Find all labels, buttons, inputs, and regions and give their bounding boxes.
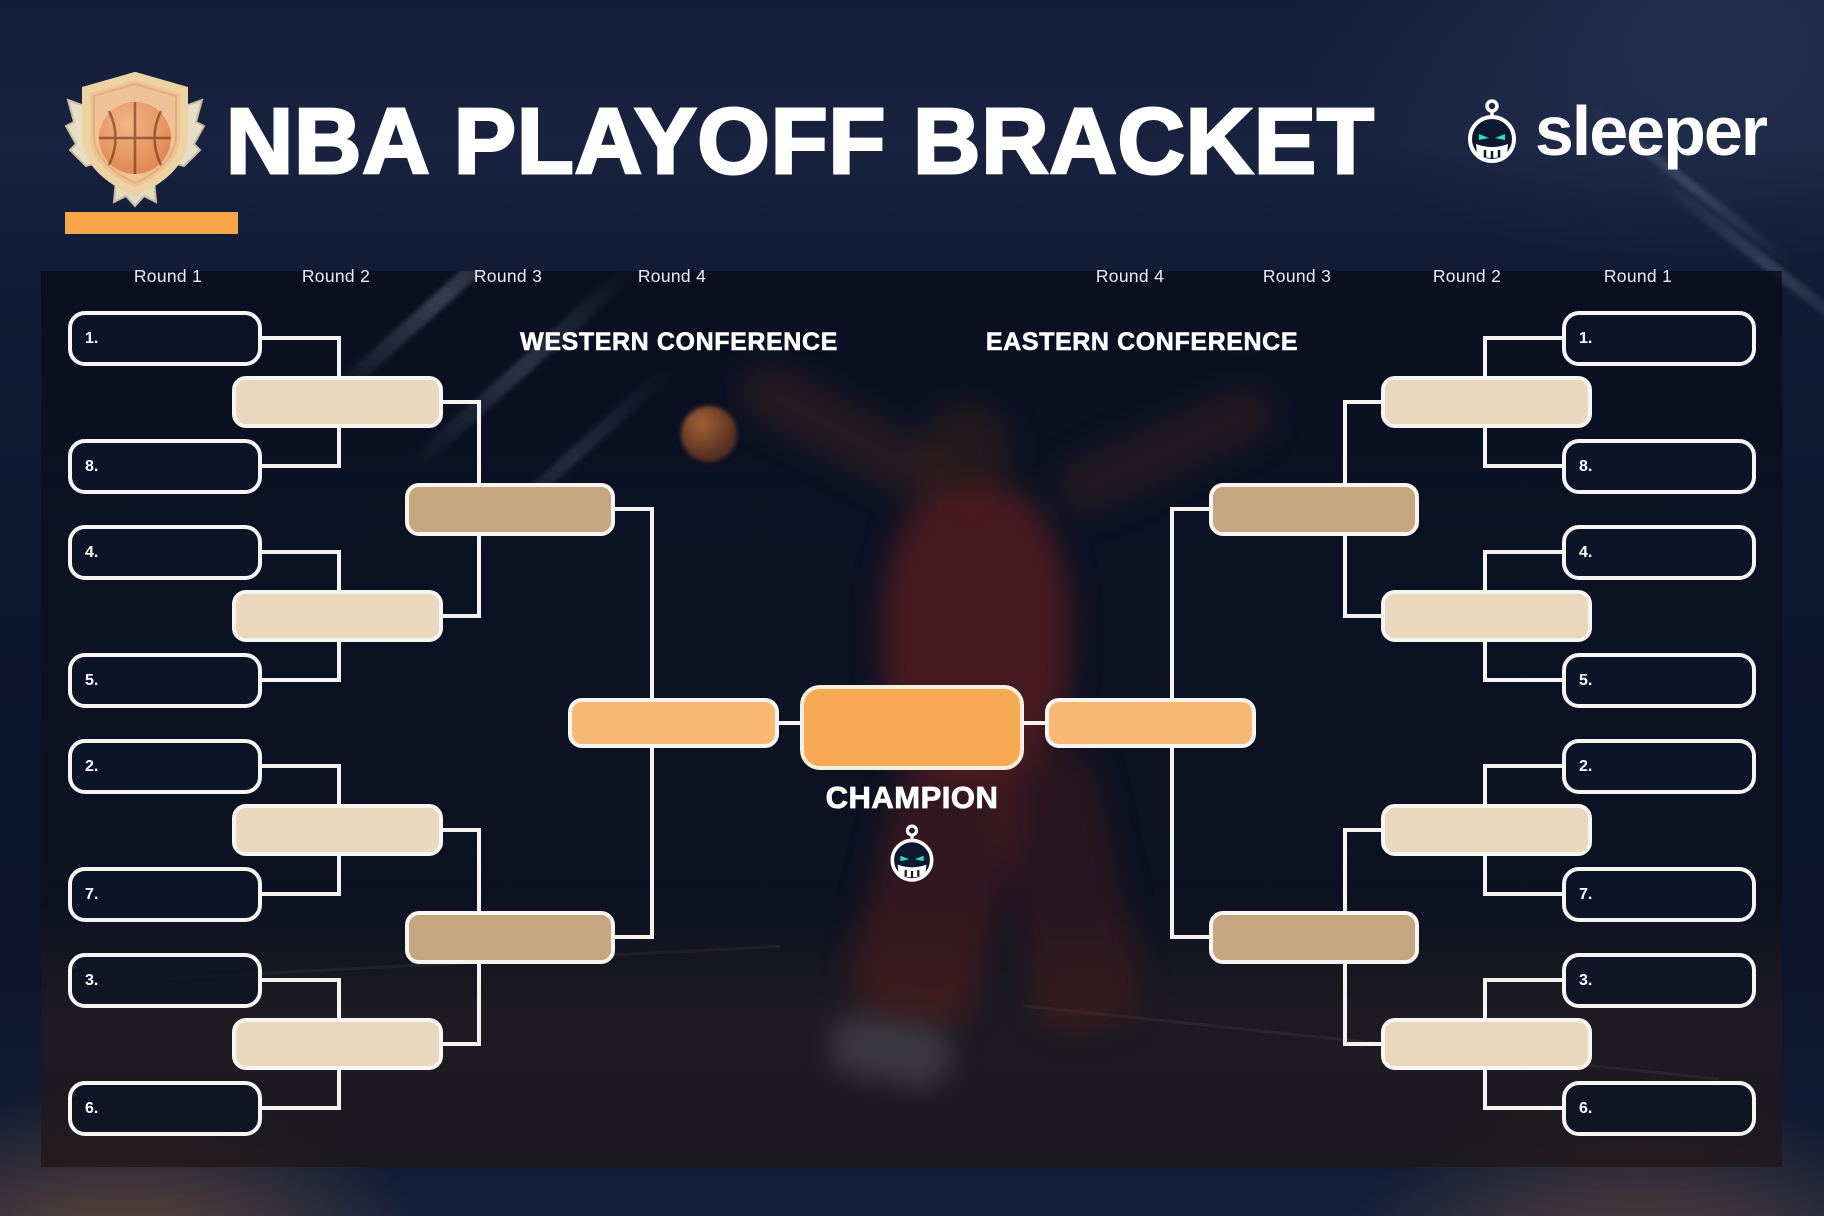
east-r1-slot-seed8[interactable]: 8. [1562, 439, 1756, 494]
round-label-west-1: Round 1 [133, 266, 203, 286]
connector [443, 1042, 481, 1046]
accent-bar [65, 212, 238, 234]
east-r1-slot-seed6[interactable]: 6. [1562, 1081, 1756, 1136]
connector [443, 614, 481, 618]
sleeper-robot-mascot-icon [890, 824, 934, 882]
round-label-west-3: Round 3 [473, 266, 543, 286]
sleeper-brand: sleeper [1463, 92, 1768, 170]
seed-label: 4. [1579, 543, 1593, 561]
connector [262, 764, 341, 768]
connector [1170, 935, 1209, 939]
connector [1170, 507, 1209, 511]
east-r3-slot-2[interactable] [1209, 911, 1419, 964]
west-r1-slot-seed8[interactable]: 8. [68, 439, 262, 494]
round-label-east-4: Round 4 [1095, 266, 1165, 286]
seed-label: 3. [85, 971, 99, 989]
seed-label: 1. [85, 329, 99, 347]
seed-label: 4. [85, 543, 99, 561]
connector [1483, 336, 1562, 340]
west-r2-slot-3[interactable] [232, 804, 443, 856]
eastern-conference-label: EASTERN CONFERENCE [985, 328, 1299, 357]
seed-label: 6. [1579, 1099, 1593, 1117]
west-r2-slot-1[interactable] [232, 376, 443, 428]
connector [262, 892, 341, 896]
seed-label: 7. [1579, 885, 1593, 903]
seed-label: 3. [1579, 971, 1593, 989]
west-r1-slot-seed3[interactable]: 3. [68, 953, 262, 1008]
brand-wordmark: sleeper [1534, 92, 1768, 170]
round-label-east-1: Round 1 [1603, 266, 1673, 286]
connector [1483, 550, 1562, 554]
east-r2-slot-4[interactable] [1381, 1018, 1592, 1070]
east-r4-slot[interactable] [1045, 698, 1256, 748]
connector [443, 400, 481, 404]
connector [615, 507, 654, 511]
round-label-east-2: Round 2 [1432, 266, 1502, 286]
connector [262, 336, 341, 340]
light-streak [404, 271, 638, 476]
west-r1-slot-seed2[interactable]: 2. [68, 739, 262, 794]
connector [1343, 1042, 1381, 1046]
east-r2-slot-2[interactable] [1381, 590, 1592, 642]
east-r1-slot-seed7[interactable]: 7. [1562, 867, 1756, 922]
champion-label: CHAMPION [825, 780, 999, 816]
connector [1343, 400, 1381, 404]
west-r1-slot-seed7[interactable]: 7. [68, 867, 262, 922]
east-r1-slot-seed1[interactable]: 1. [1562, 311, 1756, 366]
western-conference-label: WESTERN CONFERENCE [520, 328, 838, 357]
west-r2-slot-4[interactable] [232, 1018, 443, 1070]
seed-label: 2. [1579, 757, 1593, 775]
page-title: NBA PLAYOFF BRACKET [225, 88, 1376, 195]
seed-label: 5. [1579, 671, 1593, 689]
seed-label: 1. [1579, 329, 1593, 347]
west-r2-slot-2[interactable] [232, 590, 443, 642]
east-r1-slot-seed2[interactable]: 2. [1562, 739, 1756, 794]
sleeper-robot-icon [1467, 99, 1516, 163]
west-r1-slot-seed1[interactable]: 1. [68, 311, 262, 366]
basketball [681, 406, 737, 462]
connector [615, 935, 654, 939]
basketball-shield-logo [64, 71, 206, 208]
seed-label: 7. [85, 885, 99, 903]
connector [262, 978, 341, 982]
connector [262, 550, 341, 554]
connector [262, 678, 341, 682]
seed-label: 2. [85, 757, 99, 775]
east-r2-slot-1[interactable] [1381, 376, 1592, 428]
connector [779, 721, 801, 725]
east-r1-slot-seed5[interactable]: 5. [1562, 653, 1756, 708]
east-r1-slot-seed4[interactable]: 4. [1562, 525, 1756, 580]
connector [1483, 678, 1562, 682]
west-r1-slot-seed5[interactable]: 5. [68, 653, 262, 708]
connector [443, 828, 481, 832]
west-r1-slot-seed4[interactable]: 4. [68, 525, 262, 580]
west-r3-slot-1[interactable] [405, 483, 615, 536]
round-label-west-2: Round 2 [301, 266, 371, 286]
round-label-east-3: Round 3 [1262, 266, 1332, 286]
connector [1483, 1106, 1562, 1110]
seed-label: 8. [85, 457, 99, 475]
connector [1483, 764, 1562, 768]
champion-slot[interactable] [800, 685, 1024, 770]
connector [1343, 828, 1381, 832]
west-r3-slot-2[interactable] [405, 911, 615, 964]
east-r1-slot-seed3[interactable]: 3. [1562, 953, 1756, 1008]
seed-label: 6. [85, 1099, 99, 1117]
seed-label: 8. [1579, 457, 1593, 475]
connector [1483, 892, 1562, 896]
connector [1343, 614, 1381, 618]
west-r4-slot[interactable] [568, 698, 779, 748]
connector [1483, 464, 1562, 468]
seed-label: 5. [85, 671, 99, 689]
connector [262, 1106, 341, 1110]
connector [1483, 978, 1562, 982]
basketball-icon [99, 102, 171, 174]
east-r2-slot-3[interactable] [1381, 804, 1592, 856]
connector [262, 464, 341, 468]
connector [1023, 721, 1045, 725]
east-r3-slot-1[interactable] [1209, 483, 1419, 536]
round-label-west-4: Round 4 [637, 266, 707, 286]
west-r1-slot-seed6[interactable]: 6. [68, 1081, 262, 1136]
